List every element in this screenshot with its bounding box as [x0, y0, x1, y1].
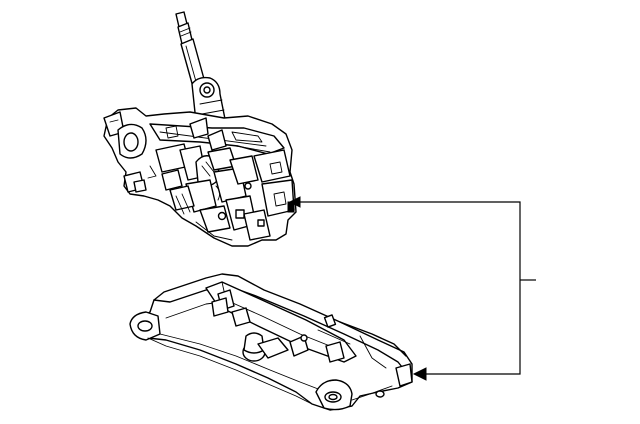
arrowhead-lower — [412, 367, 427, 381]
shift-lever-assembly — [103, 11, 297, 247]
shifter-base-bracket — [129, 273, 413, 411]
shifter-housing — [103, 107, 297, 247]
arrowhead-upper — [288, 196, 301, 208]
callout-leader — [288, 196, 536, 381]
